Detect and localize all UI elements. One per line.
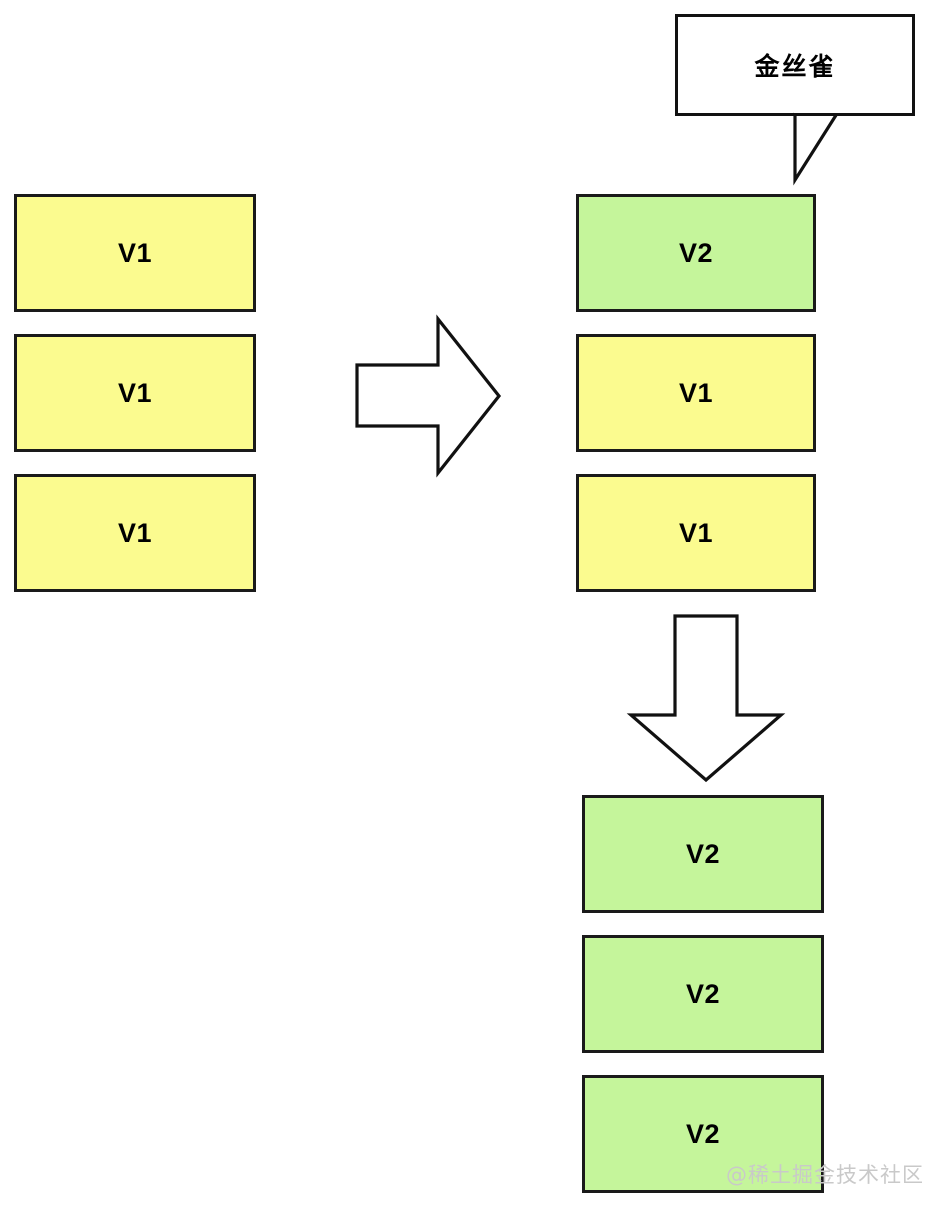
after-box-1-label: V2 [685,838,721,869]
before-box-3[interactable]: V1 [14,474,256,592]
after-box-3[interactable]: V2 [582,1075,824,1193]
before-box-2-label: V1 [117,377,153,408]
during-box-3[interactable]: V1 [576,474,816,592]
during-box-3-label: V1 [678,517,714,548]
callout-tail-icon [793,110,840,186]
during-box-1[interactable]: V2 [576,194,816,312]
watermark: @稀土掘金技术社区 [726,1163,924,1187]
during-box-2-label: V1 [678,377,714,408]
before-box-3-label: V1 [117,517,153,548]
before-box-2[interactable]: V1 [14,334,256,452]
canary-callout: 金丝雀 [675,14,915,116]
after-box-3-label: V2 [685,1118,721,1149]
after-box-1[interactable]: V2 [582,795,824,913]
arrow-down-icon [624,610,788,786]
before-box-1[interactable]: V1 [14,194,256,312]
arrow-right-icon [350,312,506,480]
during-box-2[interactable]: V1 [576,334,816,452]
during-box-1-label: V2 [678,237,714,268]
after-box-2[interactable]: V2 [582,935,824,1053]
before-box-1-label: V1 [117,237,153,268]
after-box-2-label: V2 [685,978,721,1009]
